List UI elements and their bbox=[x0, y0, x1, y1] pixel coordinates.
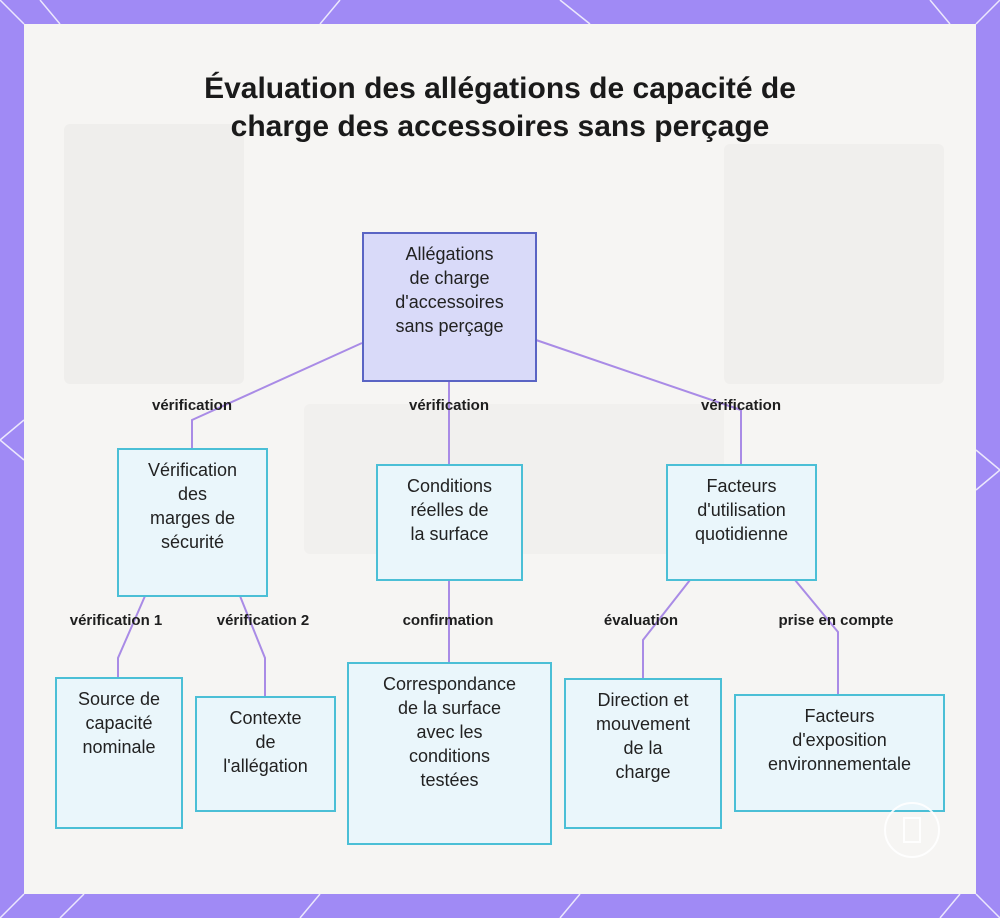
node-load-direction: Direction et mouvement de la charge bbox=[564, 678, 722, 829]
node-root-label: Allégations de charge d'accessoires sans… bbox=[395, 244, 504, 336]
edge-safety-context bbox=[239, 595, 266, 696]
edge-usage-direction bbox=[642, 579, 691, 678]
node-match-label: Correspondance de la surface avec les co… bbox=[382, 674, 517, 790]
node-surface-label: Conditions réelles de la surface bbox=[406, 476, 493, 544]
node-environment-factors: Facteurs d'exposition environnementale bbox=[734, 694, 945, 812]
node-nominal-capacity: Source de capacité nominale bbox=[55, 677, 183, 829]
node-environment-label: Facteurs d'exposition environnementale bbox=[767, 706, 912, 774]
edge-usage-environment bbox=[794, 579, 839, 694]
node-context-label: Contexte de l'allégation bbox=[223, 708, 308, 776]
node-claim-context: Contexte de l'allégation bbox=[195, 696, 336, 812]
edge-label-surface-match: confirmation bbox=[402, 612, 494, 629]
node-safety-label: Vérification des marges de sécurité bbox=[147, 460, 238, 552]
node-surface-match: Correspondance de la surface avec les co… bbox=[347, 662, 552, 845]
edge-label-root-usage: vérification bbox=[700, 397, 782, 414]
edge-root-usage bbox=[535, 339, 742, 464]
edge-label-usage-environment: prise en compte bbox=[778, 612, 894, 629]
node-direction-label: Direction et mouvement de la charge bbox=[595, 690, 691, 782]
edge-root-safety bbox=[191, 342, 363, 448]
node-surface-conditions: Conditions réelles de la surface bbox=[376, 464, 523, 581]
watermark-logo bbox=[884, 802, 940, 858]
node-safety-margins: Vérification des marges de sécurité bbox=[117, 448, 268, 597]
background-shape bbox=[64, 124, 244, 384]
edge-safety-nominal bbox=[117, 595, 146, 677]
node-root: Allégations de charge d'accessoires sans… bbox=[362, 232, 537, 382]
edge-label-usage-direction: évaluation bbox=[603, 612, 679, 629]
node-nominal-label: Source de capacité nominale bbox=[77, 689, 161, 757]
edge-label-safety-context: vérification 2 bbox=[216, 612, 310, 629]
node-usage-factors: Facteurs d'utilisation quotidienne bbox=[666, 464, 817, 581]
edge-label-root-surface: vérification bbox=[408, 397, 490, 414]
background-shape bbox=[724, 144, 944, 384]
edge-label-safety-nominal: vérification 1 bbox=[69, 612, 163, 629]
edge-label-root-safety: vérification bbox=[151, 397, 233, 414]
node-usage-label: Facteurs d'utilisation quotidienne bbox=[694, 476, 789, 544]
diagram-title: Évaluation des allégations de capacité d… bbox=[204, 72, 796, 143]
